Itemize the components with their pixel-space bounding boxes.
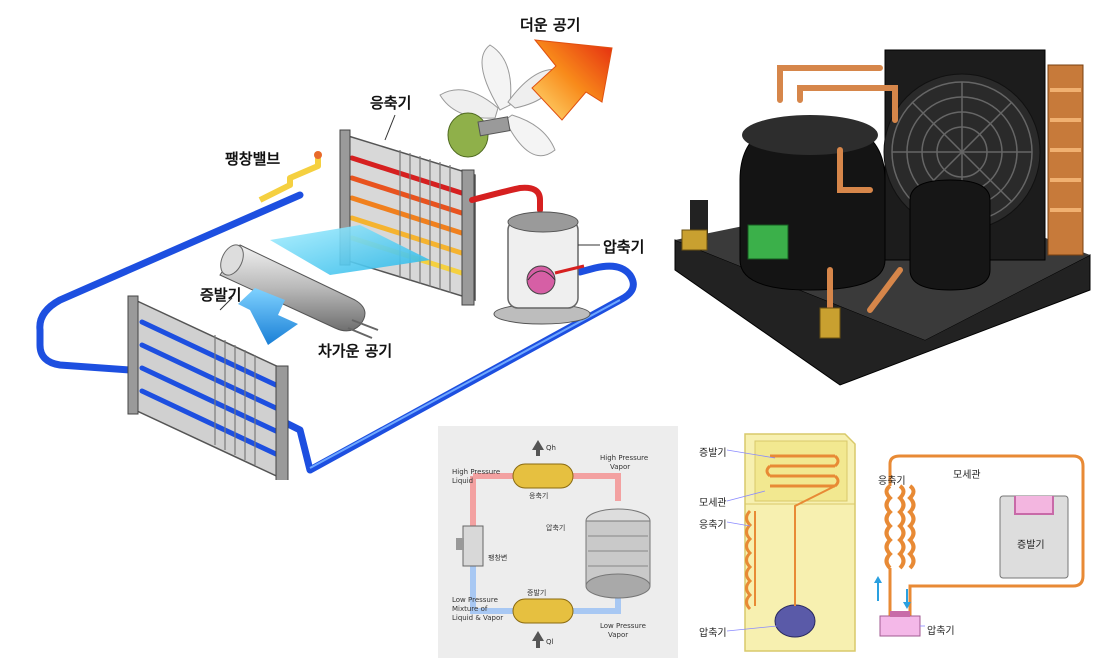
qh-arrow-icon [532,440,544,456]
pressure-cycle-svg [456,440,651,648]
lp-vapor-label-1: Low Pressure [600,622,646,630]
hot-air-label: 더운 공기 [520,16,581,34]
expansion-line [258,158,321,203]
evaporator-label: 증발기 [200,286,242,304]
condenser-label: 응축기 [370,94,412,112]
cold-pipe-loop [36,191,304,374]
expansion-valve-tip [314,151,322,159]
schematic-capillary-label: 모세관 [953,470,981,481]
compressor-label: 압축기 [603,238,645,256]
fridge-capillary-label: 모세관 [699,498,727,509]
fan-icon [439,44,561,158]
schematic-compressor-label: 압축기 [927,626,955,637]
expansion-valve-label-small: 팽창변 [488,554,508,562]
air-flow-panel [270,225,430,275]
fridge-compressor-label: 압축기 [699,628,727,639]
compressor-unit [493,211,591,325]
hp-vapor-label-2: Vapor [610,463,631,471]
hot-air-arrow [531,39,613,121]
compressor-label-small: 압축기 [546,524,566,532]
lp-mix-label-2: Mixture of [452,605,488,613]
evaporator-label-small: 증발기 [527,589,547,597]
lp-vapor-label-2: Vapor [608,631,629,639]
lp-mix-label-1: Low Pressure [452,596,498,604]
condensing-unit-photo [670,40,1093,390]
hp-vapor-label-1: High Pressure [600,454,649,462]
ql-arrow-icon [532,631,544,648]
cold-air-label: 차가운 공기 [318,342,393,360]
cycle-illustration-svg [36,39,637,480]
qh-label: Qh [546,444,556,452]
schematic-evaporator-label: 증발기 [1017,540,1045,551]
expansion-valve-label: 팽창밸브 [225,150,281,168]
lp-mix-label-3: Liquid & Vapor [452,614,504,622]
ql-label: Ql [546,638,554,646]
condenser-label-small: 응축기 [529,492,549,500]
cold-air-arrow [238,288,298,345]
cold-air-cylinder [219,244,379,339]
cold-pipe-return [276,262,637,474]
hot-pipe [469,184,543,213]
hp-liquid-label-1: High Pressure [452,468,501,476]
evaporator-unit [127,295,289,480]
copper-loop [888,454,1085,616]
refrigerator-schematic: 증발기 모세관 응축기 압축기 모세관 응축기 증발기 압축기 [695,426,1093,663]
condensing-unit-svg [674,49,1091,386]
hp-liquid-label-2: Liquid [452,477,474,485]
refrigerator-schematic-svg [726,433,1085,652]
pressure-cycle-diagram: Qh Ql High Pressure Liquid High Pressure… [438,426,678,658]
fridge-evaporator-label: 증발기 [699,448,727,459]
refrigeration-cycle-illustration: 더운 공기 응축기 팽창밸브 압축기 증발기 차가운 공기 [0,0,670,480]
fridge-condenser-label: 응축기 [699,520,727,531]
schematic-condenser-label: 응축기 [878,476,906,487]
condenser-unit [339,129,476,306]
cold-pipe-return-highlight [309,299,621,469]
